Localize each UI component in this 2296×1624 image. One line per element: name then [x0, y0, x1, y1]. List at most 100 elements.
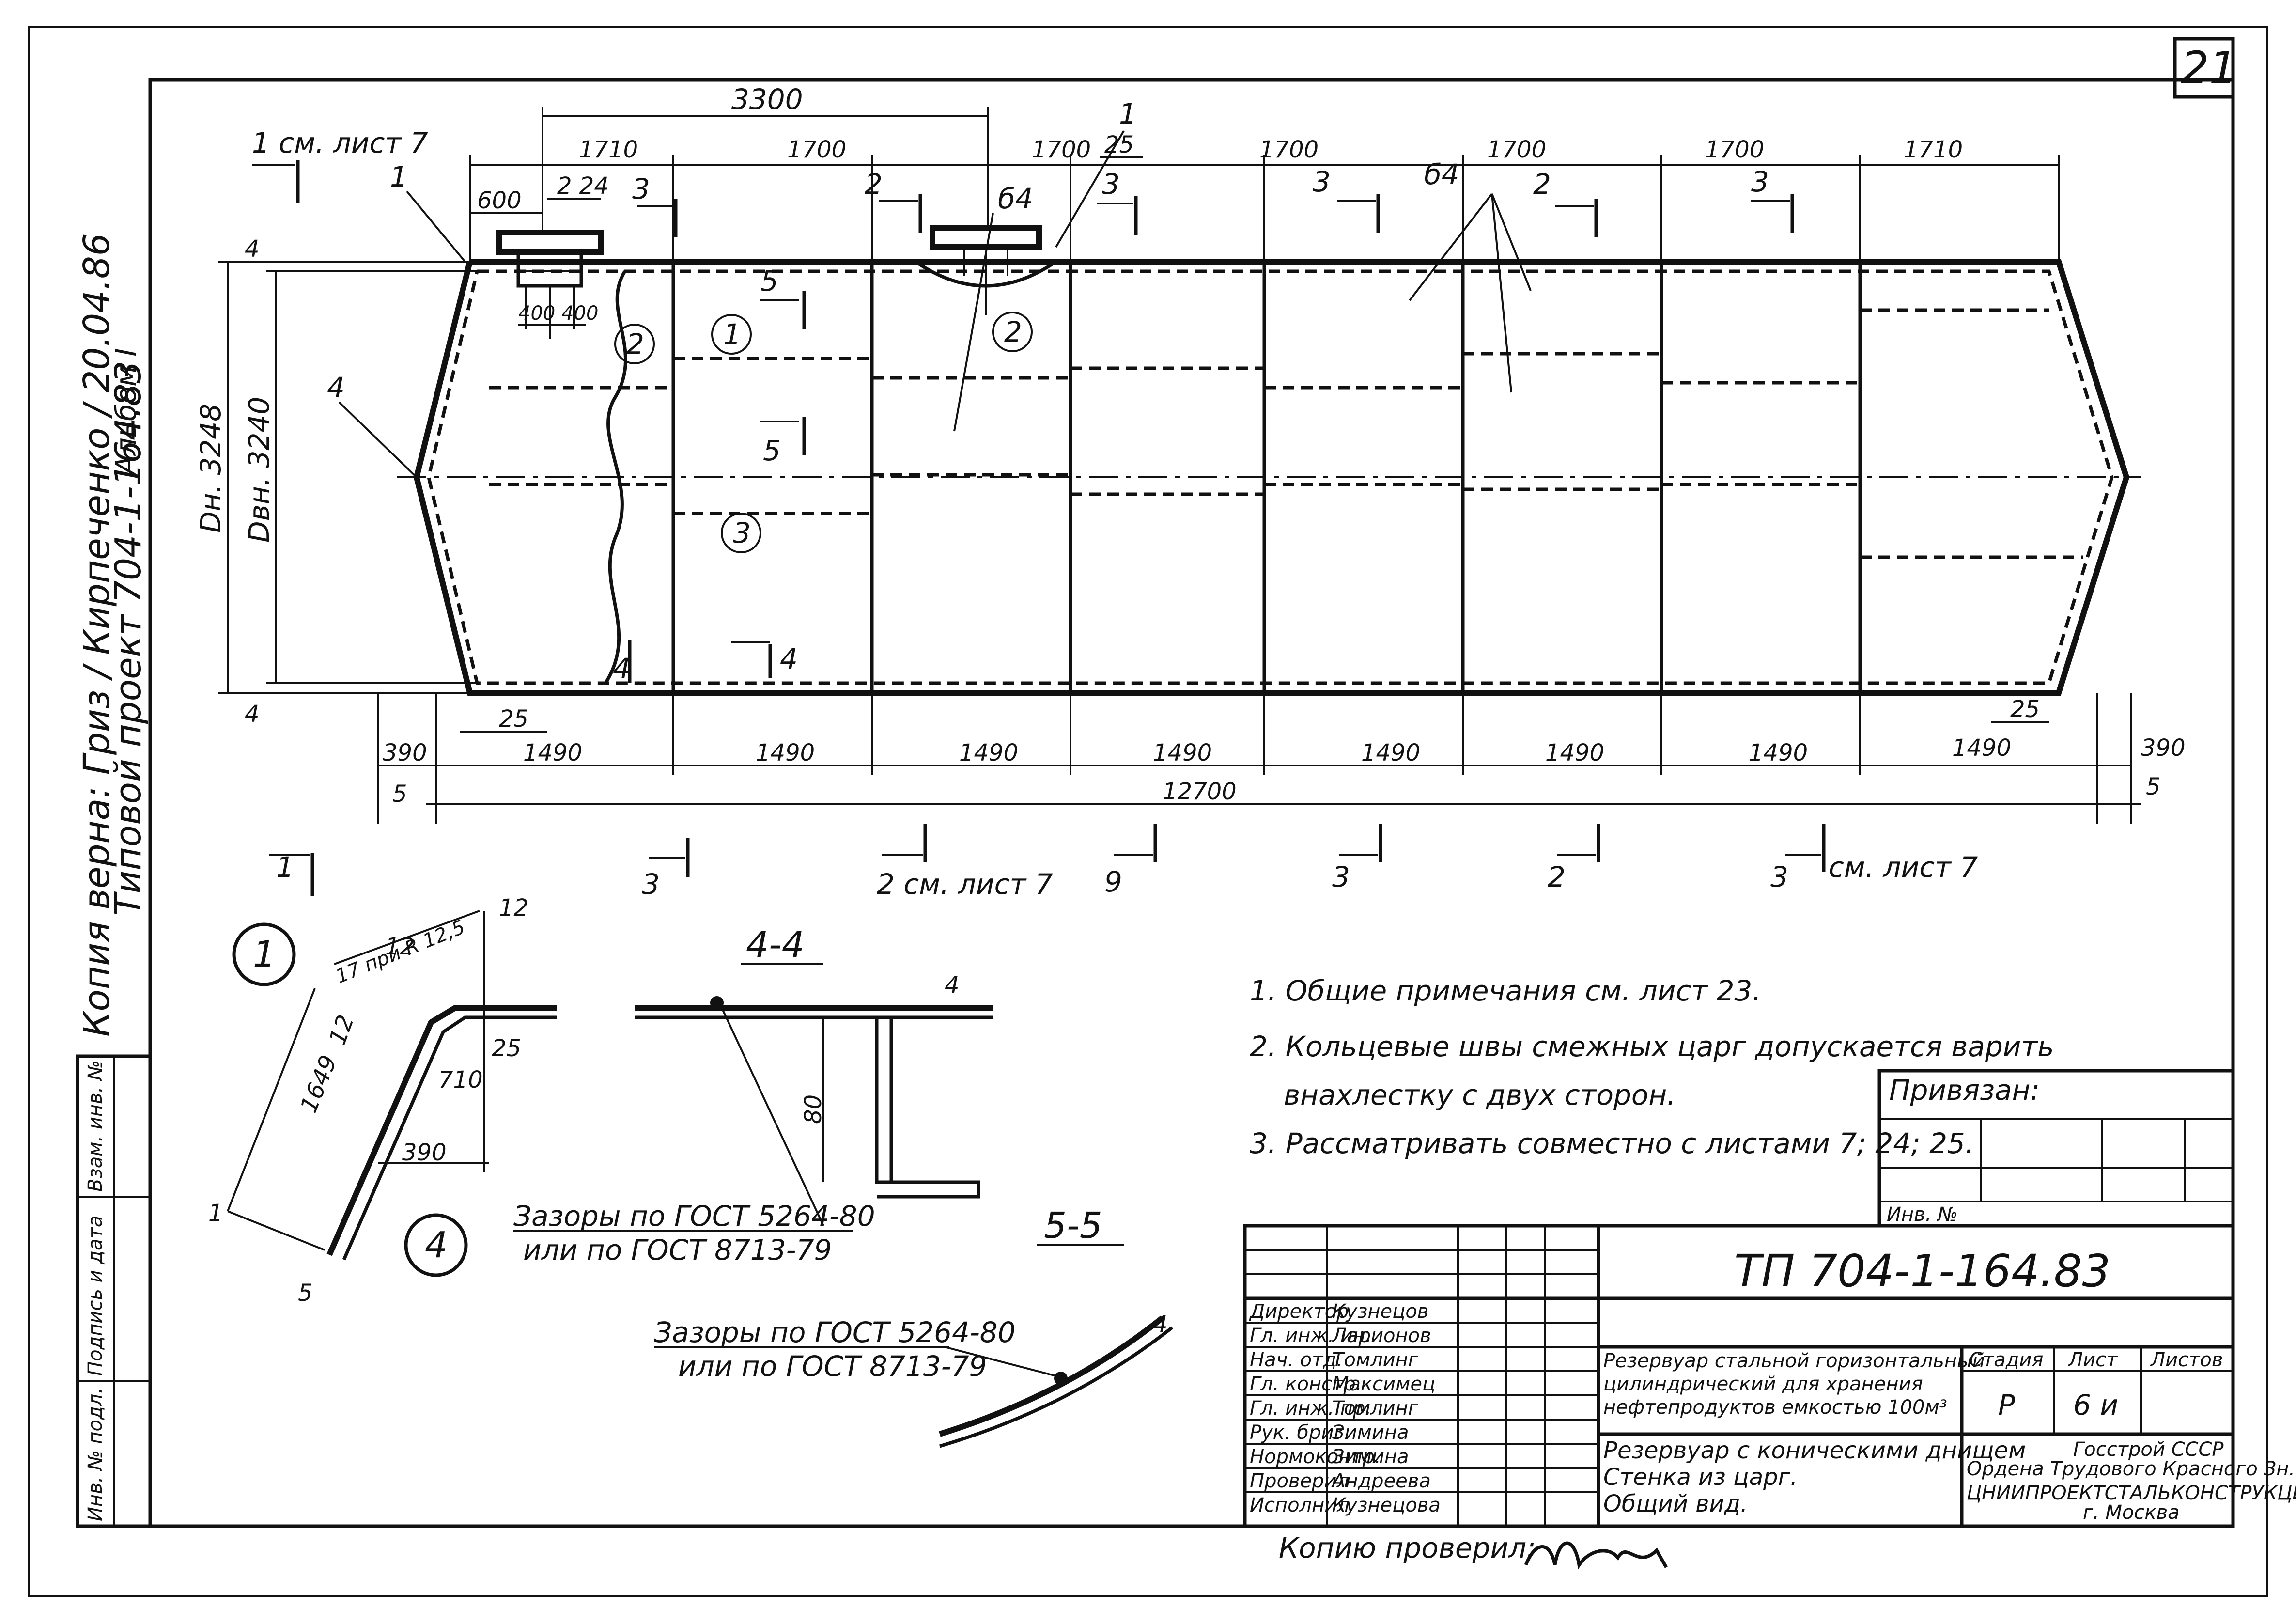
role-1: Гл. инж. ин. — [1250, 1325, 1372, 1347]
dim-bot-seg-4: 1490 — [1153, 739, 1212, 766]
inner-mark-5-top: 5 — [760, 265, 778, 297]
dim-top-seg-4: 1700 — [1259, 136, 1319, 163]
dim-nozzle-d: 2 24 — [557, 172, 609, 200]
detail-4-gap-note-1: Зазоры по ГОСТ 5264-80 — [513, 1200, 875, 1233]
dim-600: 600 — [477, 187, 522, 214]
stage-value: Р — [1998, 1389, 2015, 1421]
detail-1-d12-top: 12 — [499, 894, 528, 921]
tank-inner-dashed — [427, 269, 2114, 685]
sheet-title-line-3: Общий вид. — [1603, 1490, 1748, 1517]
stage-label: Стадия — [1969, 1349, 2043, 1371]
org-line-2: Ордена Трудового Красного Зн. — [1967, 1458, 2295, 1480]
bottom-mark-3c: 3 — [1770, 860, 1788, 893]
dim-bot-seg-6: 1490 — [1545, 739, 1604, 766]
dim-top-seg-7: 1710 — [1904, 136, 1963, 163]
section-55-gap-note-1: Зазоры по ГОСТ 5264-80 — [654, 1316, 1016, 1349]
detail-1-marker: 1 — [253, 934, 276, 975]
note-1: 1. Общие примечания см. лист 23. — [1250, 974, 1761, 1007]
detail-1-d1649: 1649 — [295, 1051, 342, 1116]
dim-bot-seg-8: 1490 — [1952, 734, 2011, 762]
object-line-2: цилиндрический для хранения — [1603, 1373, 1923, 1395]
circled-callouts: 1 2 3 2 — [614, 312, 1033, 553]
section-55-title: 5-5 — [1044, 1205, 1102, 1247]
circled-callout-1: 1 — [723, 318, 741, 351]
role-name-2: Томлинг — [1332, 1349, 1419, 1371]
sheet-title-line-1: Резервуар с коническими днищем — [1603, 1437, 2026, 1464]
object-line-3: нефтепродуктов емкостью 100м³ — [1603, 1396, 1947, 1419]
bottom-mark-3b: 3 — [1332, 860, 1350, 893]
side-stamp-inv-podl: Инв. № подл. — [84, 1388, 107, 1521]
bottom-mark-sheet7: см. лист 7 — [1829, 851, 1978, 884]
role-2: Нач. отд. — [1250, 1349, 1343, 1371]
nozzle-middle — [915, 225, 1057, 315]
detail-1: 1 17 при R 12,5 12 12 12 1649 25 710 390… — [208, 894, 557, 1307]
detail-1-d1: 1 — [208, 1200, 223, 1227]
side-stamp-vzam: Взам. инв. № — [84, 1060, 107, 1192]
top-mark-3a: 3 — [632, 172, 650, 205]
longitudinal-seams — [489, 308, 2083, 559]
bottom-section-marks: 1 3 2 см. лист 7 9 3 2 3 см. лист 7 — [269, 824, 1978, 901]
ring-seams — [671, 262, 1862, 693]
callout-4: 4 — [327, 371, 345, 404]
break-line — [604, 270, 627, 684]
detail-1-d12-a: 12 — [385, 933, 415, 960]
sheet-value: 6 и — [2073, 1389, 2118, 1421]
bottom-mark-2-note: 2 см. лист 7 — [877, 868, 1053, 901]
dim-bot-seg-1: 1490 — [523, 739, 582, 766]
org-line-3: ЦНИИПРОЕКТСТАЛЬКОНСТРУКЦИЯ — [1967, 1482, 2296, 1504]
privyazan-title: Привязан: — [1889, 1074, 2040, 1107]
role-name-1: Ларионов — [1331, 1325, 1431, 1347]
circled-callout-2a: 2 — [626, 328, 644, 360]
copy-checked: Копию проверил: — [1279, 1531, 1536, 1564]
dim-thk-bottom: 4 — [245, 701, 260, 728]
dim-shell-5-left: 5 — [392, 781, 407, 808]
inner-mark-5-bottom: 5 — [763, 434, 781, 467]
outer-border — [28, 26, 2268, 1597]
dim-bot-seg-5: 1490 — [1361, 739, 1420, 766]
bottom-mark-1: 1 — [276, 851, 294, 884]
side-stamp: Инв. № подл. Подпись и дата Взам. инв. № — [76, 1054, 152, 1528]
section-44-title: 4-4 — [746, 924, 805, 966]
detail-4-gap-note-2: или по ГОСТ 8713-79 — [523, 1234, 832, 1266]
top-mark-1: 1 см. лист 7 — [252, 126, 428, 159]
sheet-label: Лист — [2067, 1349, 2118, 1371]
role-3: Гл. констр. — [1250, 1373, 1362, 1395]
dim-inner-d: Dвн. 3240 — [243, 397, 276, 543]
signature-scribble — [1524, 1541, 1668, 1570]
privyazan-block: Привязан: Инв. № — [1877, 1069, 2235, 1228]
dim-end-right: 390 — [2141, 734, 2186, 762]
note-2-cont: внахлестку с двух сторон. — [1284, 1078, 1676, 1111]
top-mark-2b: 2 — [1533, 168, 1551, 201]
sheet-number: 21 — [2181, 42, 2237, 94]
bottom-mark-3a: 3 — [642, 868, 660, 901]
dim-top-seg-1: 1710 — [579, 136, 638, 163]
role-7: Проверил — [1250, 1470, 1349, 1492]
section-44-d80: 80 — [800, 1094, 827, 1124]
section-44-d4: 4 — [945, 972, 960, 999]
sheets-label: Листов — [2150, 1349, 2223, 1371]
org-line-4: г. Москва — [2083, 1501, 2180, 1524]
dim-overlap-right: 25 — [2010, 696, 2040, 723]
callout-b4-left: б4 — [998, 182, 1033, 215]
callout-1-left: 1 — [390, 160, 408, 193]
role-0: Директор — [1249, 1300, 1349, 1323]
dim-top-25: 25 — [1104, 131, 1134, 158]
top-mark-3b: 3 — [1102, 168, 1120, 201]
detail-4: 4 Зазоры по ГОСТ 5264-80 или по ГОСТ 871… — [404, 1200, 875, 1277]
title-code: ТП 704-1-164.83 — [1734, 1245, 2110, 1297]
circled-callout-2b: 2 — [1004, 315, 1022, 348]
dim-bot-seg-2: 1490 — [756, 739, 815, 766]
dim-bot-seg-3: 1490 — [959, 739, 1018, 766]
top-section-marks: 1 см. лист 7 3 2 3 3 2 3 — [252, 126, 1794, 237]
bottom-mark-9: 9 — [1104, 865, 1122, 898]
inner-mark-4-right: 4 — [780, 642, 798, 675]
section-55-gap-note-2: или по ГОСТ 8713-79 — [678, 1350, 987, 1383]
dim-nozzle-opening: 400 400 — [518, 302, 598, 325]
role-name-0: Кузнецов — [1332, 1300, 1428, 1323]
role-name-5: Зимина — [1332, 1421, 1409, 1444]
detail-1-d710: 710 — [438, 1066, 483, 1093]
dim-overlap-left: 25 — [499, 705, 528, 733]
dim-end-left: 390 — [383, 739, 427, 766]
section-5-5: 5-5 4 Зазоры по ГОСТ 5264-80 или по ГОСТ… — [654, 1205, 1174, 1448]
note-2: 2. Кольцевые швы смежных царг допускаетс… — [1250, 1030, 2054, 1063]
